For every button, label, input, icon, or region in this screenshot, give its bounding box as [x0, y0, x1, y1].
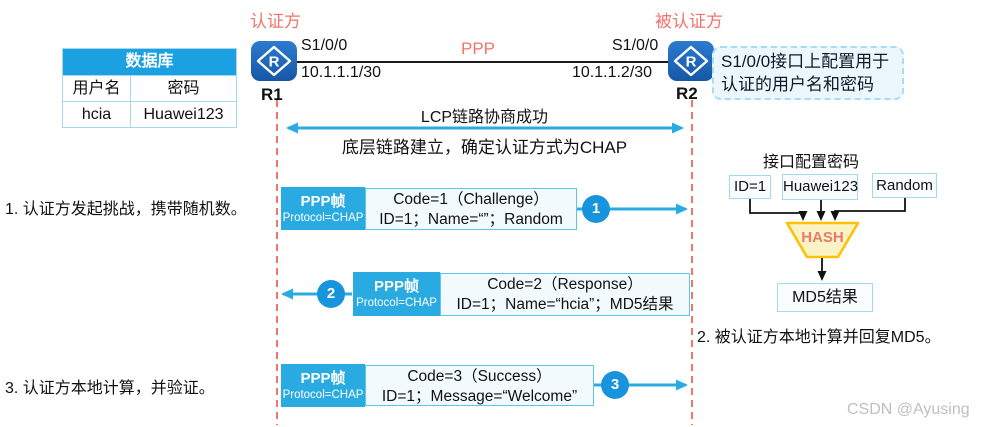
challenge-code: Code=1（Challenge） — [393, 191, 549, 208]
hash-input-arrow-id — [749, 199, 808, 221]
note-line1: S1/0/0接口上配置用于 — [721, 52, 890, 71]
lcp-success-label: LCP链路协商成功 — [420, 109, 549, 126]
success-frame-content: Code=3（Success） ID=1；Message=“Welcome” — [365, 365, 594, 406]
authenticatee-label: 被认证方 — [655, 12, 723, 31]
ppp-protocol-label: Protocol=CHAP — [282, 212, 364, 224]
r2-config-note: S1/0/0接口上配置用于 认证的用户名和密码 — [712, 46, 904, 100]
response-ppp-header: PPP帧 Protocol=CHAP — [353, 272, 440, 316]
hash-input-password: Huawei123 — [782, 174, 858, 200]
hash-input-arrow-random — [830, 198, 906, 221]
hash-input-id: ID=1 — [729, 175, 771, 199]
ppp-link-label: PPP — [461, 39, 496, 58]
cell-username: hcia — [63, 101, 131, 127]
router1-name: R1 — [261, 85, 283, 104]
step2-badge: 2 — [317, 280, 345, 308]
hash-input-random: Random — [872, 173, 937, 198]
r2-ip-label: 10.1.1.2/30 — [572, 64, 653, 81]
step2-text: 2. 被认证方本地计算并回复MD5。 — [697, 329, 941, 346]
cell-password: Huawei123 — [131, 101, 236, 127]
challenge-fields: ID=1；Name=“”；Random — [379, 211, 563, 228]
router1-icon: R — [251, 41, 297, 81]
r1-ip-label: 10.1.1.1/30 — [301, 64, 382, 81]
router2-name: R2 — [676, 84, 698, 103]
step3-badge: 3 — [601, 371, 629, 399]
step3-text: 3. 认证方本地计算，并验证。 — [5, 380, 215, 397]
hash-funnel-label: HASH — [801, 229, 844, 246]
step1-text: 1. 认证方发起挑战，携带随机数。 — [5, 201, 247, 218]
success-code: Code=3（Success） — [407, 368, 552, 385]
authenticator-label: 认证方 — [250, 12, 301, 31]
ppp-frame-label: PPP帧 — [300, 370, 346, 387]
challenge-ppp-header: PPP帧 Protocol=CHAP — [281, 187, 365, 230]
success-fields: ID=1；Message=“Welcome” — [381, 388, 578, 405]
lcp-chap-label: 底层链路建立，确定认证方式为CHAP — [341, 138, 628, 157]
ppp-frame-label: PPP帧 — [300, 193, 346, 210]
r2-interface-label: S1/0/0 — [612, 37, 659, 54]
ppp-frame-label: PPP帧 — [373, 278, 419, 295]
credentials-database-table: 数据库 用户名 密码 hcia Huawei123 — [62, 48, 237, 128]
ppp-protocol-label: Protocol=CHAP — [356, 297, 437, 309]
hash-output-md5: MD5结果 — [777, 283, 873, 312]
hash-diagram-title: 接口配置密码 — [763, 154, 860, 171]
r1-interface-label: S1/0/0 — [301, 37, 348, 54]
response-fields: ID=1；Name=“hcia”；MD5结果 — [456, 296, 674, 313]
table-header-row: 用户名 密码 — [63, 75, 236, 101]
router-letter: R — [269, 54, 280, 71]
challenge-frame-content: Code=1（Challenge） ID=1；Name=“”；Random — [365, 188, 577, 230]
response-frame-content: Code=2（Response） ID=1；Name=“hcia”；MD5结果 — [440, 273, 690, 316]
step1-badge: 1 — [582, 195, 610, 223]
table-row: hcia Huawei123 — [63, 101, 236, 127]
note-line2: 认证的用户名和密码 — [721, 75, 874, 94]
header-username: 用户名 — [63, 75, 131, 101]
database-title: 数据库 — [63, 49, 236, 75]
response-code: Code=2（Response） — [487, 276, 643, 293]
success-ppp-header: PPP帧 Protocol=CHAP — [281, 364, 365, 407]
watermark: CSDN @Ayusing — [847, 401, 970, 418]
header-password: 密码 — [131, 75, 236, 101]
router2-icon: R — [668, 41, 714, 81]
ppp-protocol-label: Protocol=CHAP — [282, 389, 364, 401]
router-letter: R — [686, 54, 697, 71]
